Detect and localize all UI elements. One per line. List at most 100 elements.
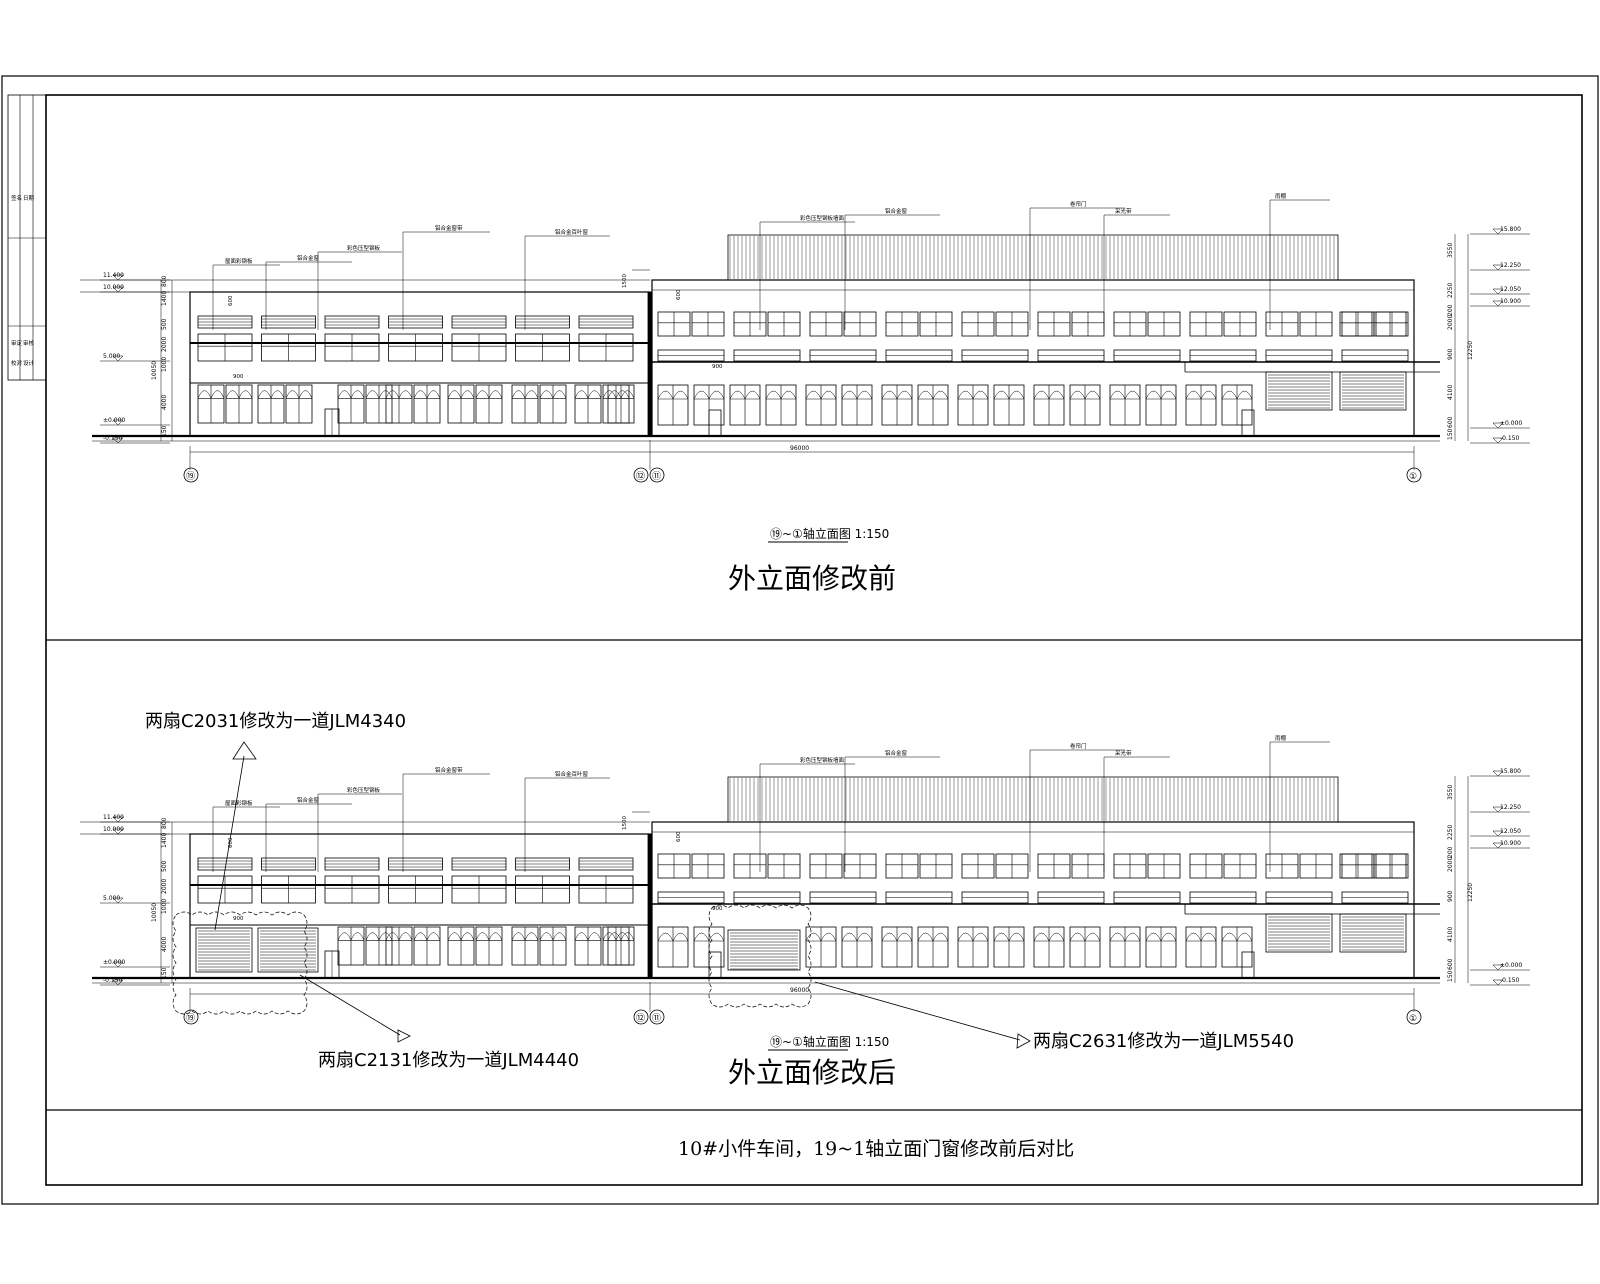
level-text-right: ±0.000 [1500,962,1522,969]
ground-window-arch [385,390,400,399]
ground-window-right-arch [672,932,689,942]
ground-window-arch [447,390,462,399]
callout-text: 铝合金窗 [885,749,908,757]
dim-text-right: 600 [1447,958,1454,970]
level-marker-left [112,419,124,426]
ground-window-arch [524,390,539,399]
ground-window-arch [539,932,554,941]
ground-window-arch [350,390,365,399]
ground-window-right-arch [1221,390,1238,400]
ground-window-arch [602,932,617,941]
level-text-left: -0.150 [103,435,123,442]
level-text-left: ±0.000 [103,417,125,424]
dim-text-right: 200 [1447,846,1454,858]
ground-window-right-arch [957,390,974,400]
dim-text-right: 2250 [1447,283,1454,298]
axis-label: ⑲ [186,1013,195,1024]
ground-window-right-arch [1033,390,1050,400]
new-roller-door [727,929,801,971]
dim-text-left: 1000 [161,357,168,372]
ground-window-right-arch [805,932,822,942]
elevation-after: 11.40010.0005.000±0.000-0.15080014005002… [80,734,1530,1049]
ground-window-right-arch [744,390,761,400]
ground-window-right-arch [1069,390,1086,400]
level-marker-right [1492,288,1504,295]
overall-dim-text: 96000 [790,445,809,452]
ground-window-right-arch [896,390,913,400]
sidebar-text-3: 审核 [23,339,35,347]
ground-window-right-arch [896,932,913,942]
level-text-left: -0.150 [103,977,123,984]
side-door-right [708,409,722,437]
ground-window-arch [460,932,475,941]
small-dim: 1500 [622,816,628,830]
level-marker-right [1492,300,1504,307]
ground-window-right-arch [820,932,837,942]
callout-text: 彩色压型钢板 [347,244,381,252]
callout-text: 彩色压型钢板 [347,786,381,794]
ground-window-right-arch [1236,932,1253,942]
note-b-leader [299,974,401,1036]
level-marker-right [1492,979,1504,986]
ground-window-right-arch [993,390,1010,400]
ground-window-right-arch [820,390,837,400]
ground-window-arch [413,390,428,399]
ground-window-right-arch [1048,932,1065,942]
ground-window-arch [552,932,567,941]
dim-text-left: 2000 [161,879,168,894]
ground-window-right-arch [693,390,710,400]
ground-window-arch [602,390,617,399]
level-marker-right [1492,422,1504,429]
ground-window-arch [270,390,285,399]
ground-window-right-arch [841,932,858,942]
callout-text: 铝合金窗 [297,796,320,804]
callout-text: 铝合金百叶窗 [555,770,589,778]
note-a-arrow [232,741,257,760]
small-dim: 900 [712,906,723,912]
ground-window-arch [620,390,635,399]
ground-window-right-arch [780,390,797,400]
roller-door [1265,913,1333,953]
signature-strip: 签名 日期 审定 审核 校对 设计 [7,94,47,381]
dim-text-left: 2000 [161,337,168,352]
ground-window-right-arch [729,390,746,400]
axis-bubble [1406,467,1422,483]
ground-window-right-arch [917,390,934,400]
roof-monitor [727,776,1339,823]
ground-window-arch [197,390,212,399]
dim-text-right: 4100 [1447,385,1454,400]
axis-label: ⑫ [636,1013,645,1024]
dim-text-left: 500 [161,860,168,872]
dim-text-right: 4100 [1447,927,1454,942]
ground-window-arch [607,390,622,399]
dim-text-right: 3550 [1447,785,1454,800]
ground-window-arch [225,390,240,399]
left-block-outline [189,291,651,437]
ground-window-arch [574,390,589,399]
ground-window-arch [587,932,602,941]
ground-window-arch [257,390,272,399]
callout-text: 彩色压型钢板墙面 [800,214,845,222]
ground-window-arch [460,390,475,399]
note-a-leader [214,755,245,931]
dim-text-right: 12250 [1467,883,1474,902]
dim-text-right: 600 [1447,416,1454,428]
revision-cloud-right [708,904,812,1008]
ground-window-right-arch [972,932,989,942]
sidebar-text-4: 校对 [11,359,23,367]
ground-window-right-arch [1033,932,1050,942]
note-c-arrow [1016,1033,1031,1049]
callout-text: 彩色压型钢板墙面 [800,756,845,764]
scale-caption-after: ⑲~①轴立面图 1:150 [770,1034,889,1049]
level-text-right: 10.900 [1500,840,1521,847]
level-marker-left [112,437,124,444]
ground-window-right-arch [1200,390,1217,400]
axis-label: ① [1409,472,1417,482]
level-marker-right [1492,228,1504,235]
ground-window-arch [238,390,253,399]
ground-window-right-arch [881,932,898,942]
level-text-left: 5.000 [103,895,120,902]
ground-window-arch [620,932,635,941]
ground-window-arch [475,390,490,399]
dim-text-right: 150 [1447,428,1454,440]
